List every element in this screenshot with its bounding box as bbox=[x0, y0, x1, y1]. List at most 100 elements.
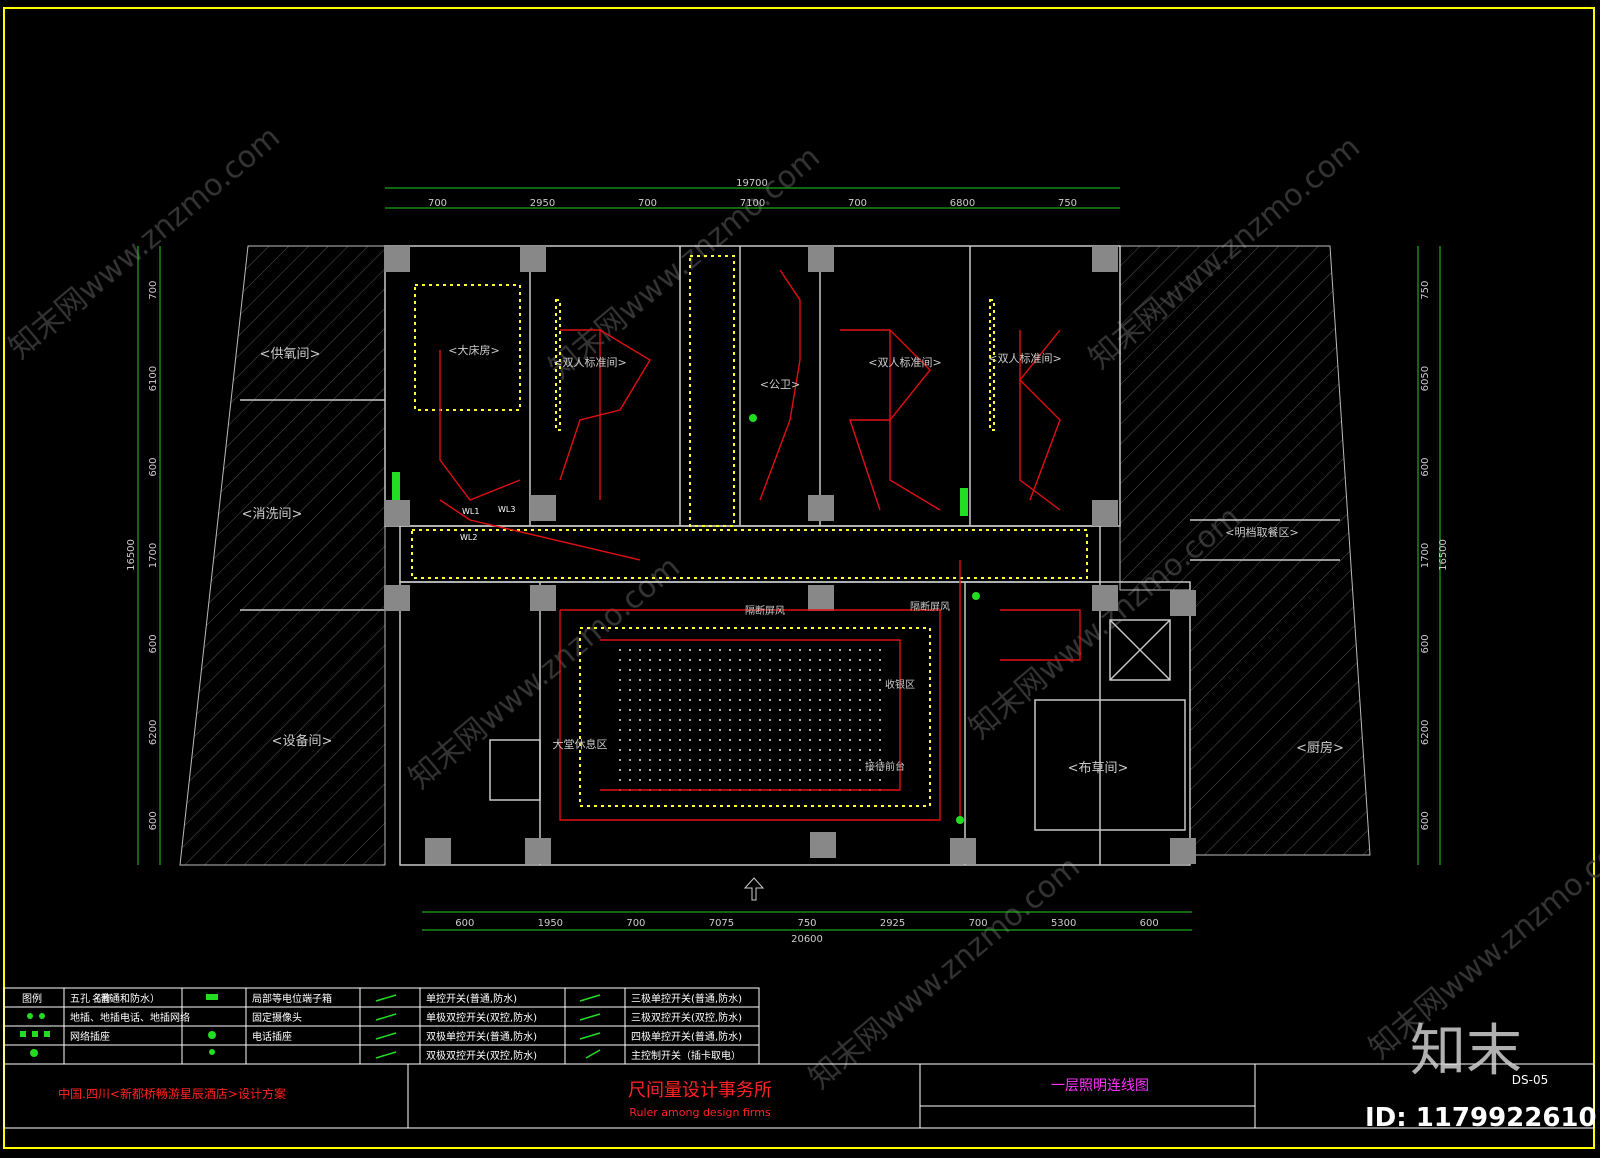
downlight-dot bbox=[649, 739, 651, 741]
downlight-dot bbox=[699, 689, 701, 691]
dimension-label: 1950 bbox=[538, 918, 563, 929]
downlight-dot bbox=[669, 739, 671, 741]
downlight-dot bbox=[719, 689, 721, 691]
downlight-dot bbox=[859, 769, 861, 771]
downlight-dot bbox=[869, 769, 871, 771]
downlight-dot bbox=[859, 649, 861, 651]
downlight-dot bbox=[779, 689, 781, 691]
legend-rows: 五孔（普通和防水）局部等电位端子箱单控开关(普通,防水)三极单控开关(普通,防水… bbox=[70, 992, 742, 1062]
downlight-dot bbox=[789, 769, 791, 771]
downlight-dot bbox=[799, 689, 801, 691]
dimension-label: 2950 bbox=[530, 198, 555, 209]
downlight-dot bbox=[839, 679, 841, 681]
downlight-dot bbox=[799, 709, 801, 711]
downlight-dot bbox=[859, 749, 861, 751]
legend-item-label: 主控制开关（插卡取电） bbox=[631, 1049, 741, 1062]
downlight-dot bbox=[869, 779, 871, 781]
downlight-dot bbox=[799, 699, 801, 701]
room-label-pickup: <明档取餐区> bbox=[1225, 525, 1298, 539]
downlight-dot bbox=[729, 679, 731, 681]
downlight-dot bbox=[739, 739, 741, 741]
dimension-label: 750 bbox=[1058, 198, 1077, 209]
downlight-dot bbox=[649, 689, 651, 691]
downlight-dot bbox=[809, 679, 811, 681]
downlight-dot bbox=[619, 649, 621, 651]
dimension-label: 600 bbox=[1420, 811, 1431, 830]
downlight-dot bbox=[869, 659, 871, 661]
dimension-label: 600 bbox=[1140, 918, 1159, 929]
downlight-dot bbox=[849, 759, 851, 761]
downlight-dot bbox=[859, 779, 861, 781]
downlight-dot bbox=[629, 719, 631, 721]
downlight-dot bbox=[739, 779, 741, 781]
legend-header-icon: 图例 bbox=[22, 992, 42, 1005]
downlight-dot bbox=[809, 759, 811, 761]
downlight-dot bbox=[839, 749, 841, 751]
downlight-dot bbox=[679, 689, 681, 691]
downlight-dot bbox=[659, 649, 661, 651]
downlight-dot bbox=[709, 719, 711, 721]
room-labels: <供氧间> <消洗间> <设备间> <大床房> <双人标准间> <公卫> <双人… bbox=[242, 343, 1344, 776]
downlight-dot bbox=[649, 679, 651, 681]
room-label-reception: 接待前台 bbox=[865, 760, 905, 773]
downlight-dot bbox=[809, 779, 811, 781]
downlight-dot bbox=[639, 669, 641, 671]
dimension-label: 7100 bbox=[740, 198, 765, 209]
switches bbox=[392, 414, 980, 824]
downlight-dot bbox=[759, 719, 761, 721]
downlight-dot bbox=[659, 689, 661, 691]
downlight-dot bbox=[749, 729, 751, 731]
downlight-dot bbox=[739, 649, 741, 651]
downlight-dot bbox=[789, 679, 791, 681]
downlight-dot bbox=[789, 749, 791, 751]
downlight-dot bbox=[729, 779, 731, 781]
downlight-dot bbox=[769, 649, 771, 651]
downlight-dot bbox=[769, 739, 771, 741]
downlight-dot bbox=[689, 729, 691, 731]
downlight-dot bbox=[669, 719, 671, 721]
downlight-dot bbox=[839, 719, 841, 721]
downlight-dot bbox=[809, 689, 811, 691]
firm-name-en: Ruler among design firms bbox=[629, 1106, 771, 1119]
downlight-dot bbox=[769, 729, 771, 731]
downlight-dot bbox=[709, 749, 711, 751]
downlight-dot bbox=[699, 749, 701, 751]
dimension-label: 750 bbox=[1420, 281, 1431, 300]
downlight-dot bbox=[659, 759, 661, 761]
downlight-dot bbox=[809, 749, 811, 751]
downlight-dot bbox=[759, 759, 761, 761]
downlight-dot bbox=[759, 769, 761, 771]
downlight-dot bbox=[629, 709, 631, 711]
downlight-dot bbox=[809, 739, 811, 741]
downlight-dot bbox=[789, 759, 791, 761]
room-label-supply: <供氧间> bbox=[260, 347, 321, 362]
downlight-dot bbox=[749, 769, 751, 771]
downlight-dot bbox=[799, 749, 801, 751]
downlight-dot bbox=[839, 689, 841, 691]
downlight-dot bbox=[759, 729, 761, 731]
downlight-dot bbox=[719, 649, 721, 651]
drawing-title: 一层照明连线图 bbox=[1051, 1078, 1149, 1094]
downlight-dot bbox=[779, 719, 781, 721]
dimension-label: 700 bbox=[428, 198, 447, 209]
downlight-dot bbox=[709, 689, 711, 691]
downlight-dot bbox=[879, 669, 881, 671]
downlight-dot bbox=[769, 689, 771, 691]
downlight-dot bbox=[689, 709, 691, 711]
downlight-dot bbox=[759, 659, 761, 661]
downlight-dot bbox=[639, 719, 641, 721]
downlight-dot bbox=[859, 719, 861, 721]
downlight-dot bbox=[869, 709, 871, 711]
downlight-dot bbox=[879, 779, 881, 781]
downlight-dot bbox=[699, 769, 701, 771]
ceiling-downlight-grid bbox=[619, 649, 881, 791]
downlight-dot bbox=[829, 719, 831, 721]
downlight-dot bbox=[709, 729, 711, 731]
dimension-label: 6050 bbox=[1420, 366, 1431, 391]
downlight-dot bbox=[629, 689, 631, 691]
downlight-dot bbox=[839, 769, 841, 771]
downlight-dot bbox=[659, 749, 661, 751]
downlight-dot bbox=[629, 729, 631, 731]
downlight-dot bbox=[719, 729, 721, 731]
